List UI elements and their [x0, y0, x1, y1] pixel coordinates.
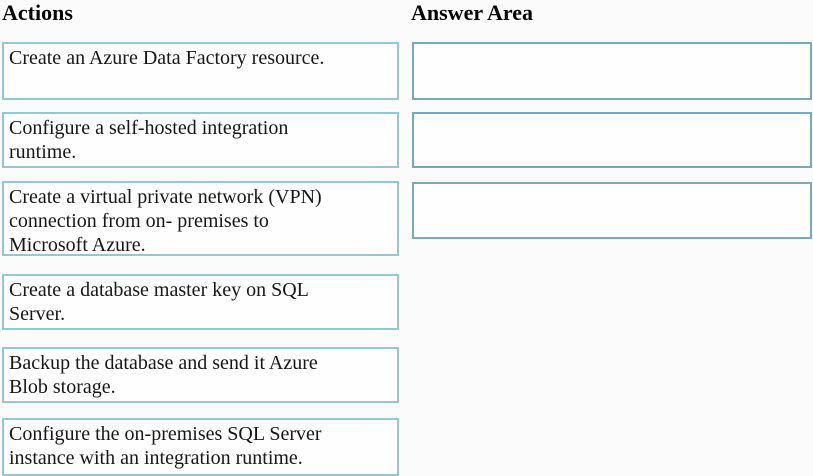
- action-item-backup-database-to-blob[interactable]: Backup the database and send it Azure Bl…: [2, 347, 399, 403]
- answer-slot-2[interactable]: [412, 112, 812, 168]
- actions-column-header: Actions: [2, 0, 73, 25]
- action-item-configure-self-hosted-integration-runtime[interactable]: Configure a self-hosted integration runt…: [2, 112, 399, 168]
- action-item-create-vpn-connection[interactable]: Create a virtual private network (VPN) c…: [2, 181, 399, 256]
- answer-area-column-header: Answer Area: [411, 0, 534, 25]
- action-item-create-data-factory-resource[interactable]: Create an Azure Data Factory resource.: [2, 42, 399, 100]
- answer-slot-3[interactable]: [412, 182, 812, 239]
- answer-slot-1[interactable]: [412, 42, 812, 100]
- action-item-create-database-master-key[interactable]: Create a database master key on SQL Serv…: [2, 274, 399, 330]
- action-item-configure-sql-server-integration-runtime[interactable]: Configure the on-premises SQL Server ins…: [2, 418, 399, 476]
